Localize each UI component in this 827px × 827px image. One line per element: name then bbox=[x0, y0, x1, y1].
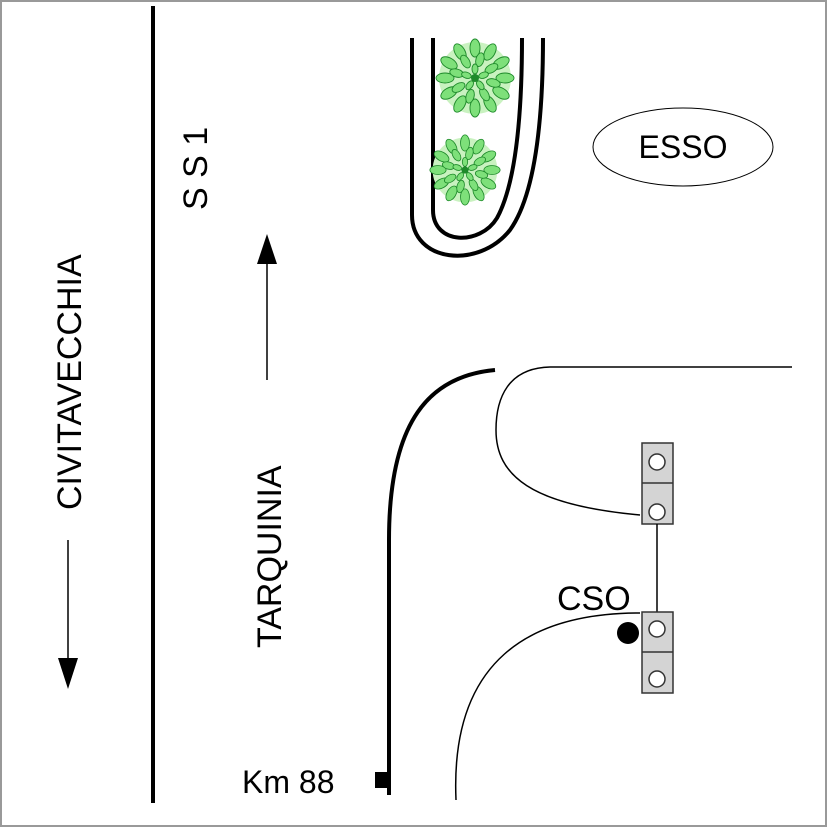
milestone-icon bbox=[375, 772, 388, 788]
road-name-label: S S 1 bbox=[177, 127, 215, 210]
site-marker-label: CSO bbox=[557, 580, 631, 618]
side-road-left-edge bbox=[387, 368, 496, 795]
direction-north-label: TARQUINIA bbox=[251, 465, 289, 648]
tree-icon bbox=[429, 134, 501, 206]
location-dot-icon bbox=[617, 622, 639, 644]
kilometer-marker-label: Km 88 bbox=[242, 764, 334, 800]
side-road-island-edge bbox=[495, 366, 792, 516]
side-road-lower-edge bbox=[455, 612, 641, 801]
gas-station: ESSO bbox=[592, 107, 774, 187]
traffic-light-icon bbox=[641, 442, 674, 525]
gas-station-label: ESSO bbox=[639, 129, 728, 165]
arrow-up-icon bbox=[257, 234, 277, 380]
median-island-outer bbox=[410, 37, 545, 258]
direction-south-label: CIVITAVECCHIA bbox=[51, 254, 89, 510]
median-island-inner bbox=[431, 37, 524, 240]
arrow-down-icon bbox=[58, 540, 78, 689]
traffic-light-icon bbox=[641, 611, 674, 694]
tree-icon bbox=[435, 38, 515, 118]
